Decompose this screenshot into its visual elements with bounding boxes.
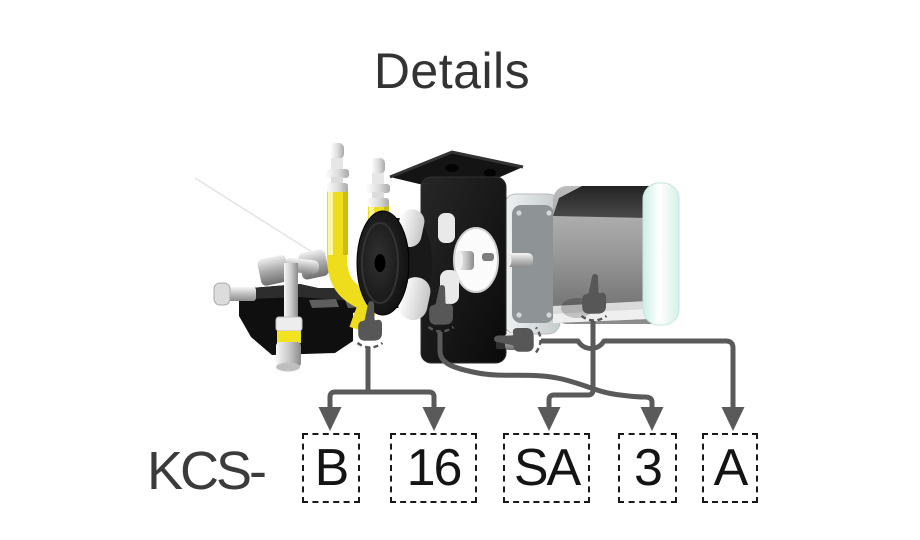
model-code-box-sa: SA [503, 433, 590, 503]
model-code-value-16: 16 [406, 439, 463, 497]
background-edge-line [194, 177, 313, 253]
clamp-yellow-band [277, 331, 301, 343]
callout-arrows [318, 407, 745, 431]
pump-head [356, 209, 459, 321]
barb-fitting-right [366, 158, 390, 207]
arrow-down-icon-b [318, 407, 342, 431]
model-code-value-3: 3 [634, 439, 663, 497]
model-code-box-16: 16 [390, 433, 477, 503]
model-code-box-b: B [302, 433, 360, 503]
tube-clamp-assembly [213, 249, 369, 372]
arrow-down-icon-3 [640, 407, 664, 431]
barb-fitting-left [325, 143, 349, 192]
callout-line-tube [327, 347, 437, 409]
plate-bore-hole [454, 228, 498, 292]
motor-end-cap [642, 182, 680, 326]
model-code-box-a: A [702, 433, 758, 503]
model-code-box-3: 3 [618, 433, 677, 503]
callout-line-pumphead [437, 332, 655, 409]
arrow-down-icon-a [721, 407, 745, 431]
model-code-value-a: A [713, 439, 749, 497]
arrow-down-icon-sa [537, 407, 561, 431]
clamp-knob-left [257, 255, 290, 286]
product-illustration [194, 143, 680, 372]
mounting-plate [420, 176, 507, 364]
motor-shaft [505, 253, 533, 267]
callout-line-fitting [541, 338, 736, 409]
callout-lines [327, 321, 736, 409]
clamp-side-pin [228, 287, 256, 301]
model-code-prefix: KCS- [147, 441, 267, 501]
model-code-value-b: B [314, 439, 350, 497]
page-title: Details [373, 43, 531, 99]
arrow-down-icon-16 [422, 407, 446, 431]
callout-line-motor [546, 321, 596, 409]
model-code-value-sa: SA [513, 439, 581, 497]
